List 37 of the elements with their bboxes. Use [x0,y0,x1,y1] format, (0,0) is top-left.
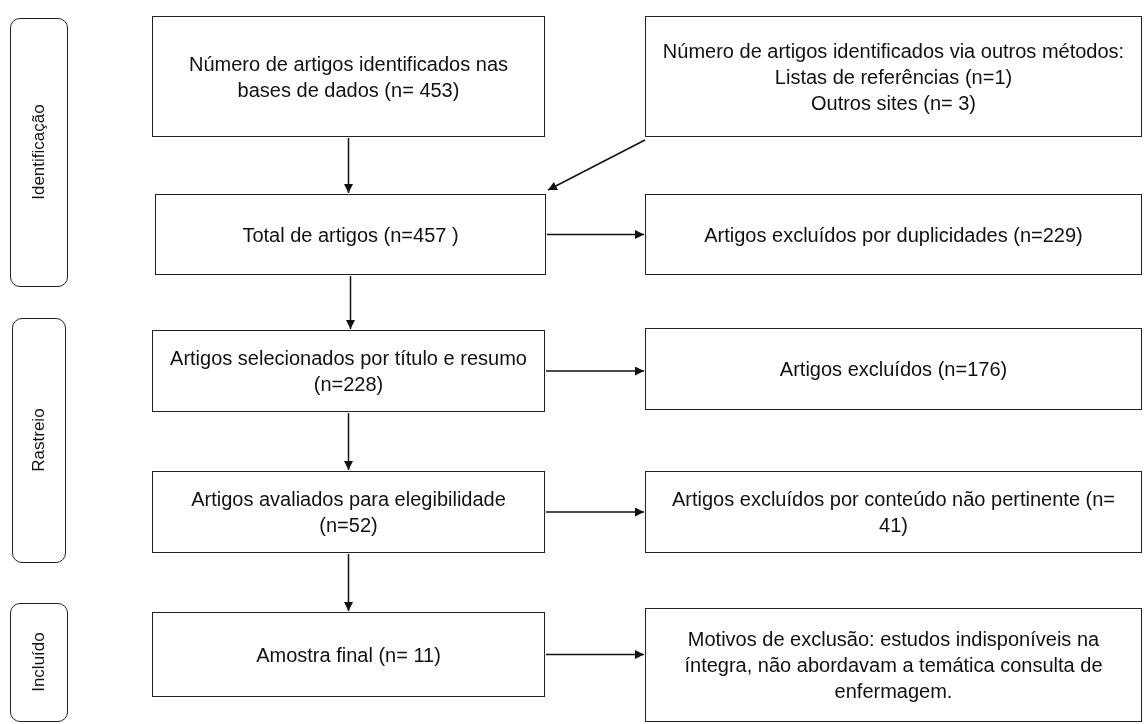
box-text: Número de artigos identificados nas bases de dados (n= 453) [187,51,510,103]
box-text: Artigos excluídos (n=176) [779,357,1008,382]
phase-label: Incluído [27,632,49,693]
process-box [645,16,1142,137]
phase-label: Rastreio [27,408,49,473]
process-box [152,330,545,412]
arrow [344,553,353,612]
process-box [645,608,1142,722]
arrow [545,507,645,517]
process-box [645,328,1142,410]
arrow [546,230,645,239]
box-text: Amostra final (n= 11) [256,642,441,668]
box-text: Número de artigos identificados via outros métodos: [662,38,1125,64]
process-box [152,16,545,137]
box-text: Listas de referências (n=1) [774,64,1013,90]
box-text: Motivos de exclusão: estudos indisponíveis na íntegra, não abordavam a temática consulta de enfermagem. [683,627,1104,704]
box-text: Artigos excluídos por duplicidades (n=229) [704,222,1083,248]
box-text: Artigos excluídos por conteúdo não pertinente (n= 41) [670,487,1117,538]
box-text: Total de artigos (n=457 ) [242,222,459,248]
process-box [645,194,1142,275]
phase-band [10,18,68,287]
arrow [344,137,353,194]
process-box [155,194,546,275]
process-box [645,471,1142,553]
box-text: Artigos avaliados para elegibilidade (n=52) [190,487,507,538]
arrow [346,275,355,330]
process-box [152,612,545,697]
box-text: Outros sites (n= 3) [810,90,977,116]
box-text: Artigos selecionados por título e resumo (n=228) [169,346,528,397]
phase-band [10,603,68,722]
process-box [152,471,545,553]
phase-label: Identificação [27,104,49,201]
arrow [344,412,353,471]
phase-band [12,318,66,563]
arrow [545,650,645,659]
arrow [545,366,645,376]
arrow [547,139,646,191]
